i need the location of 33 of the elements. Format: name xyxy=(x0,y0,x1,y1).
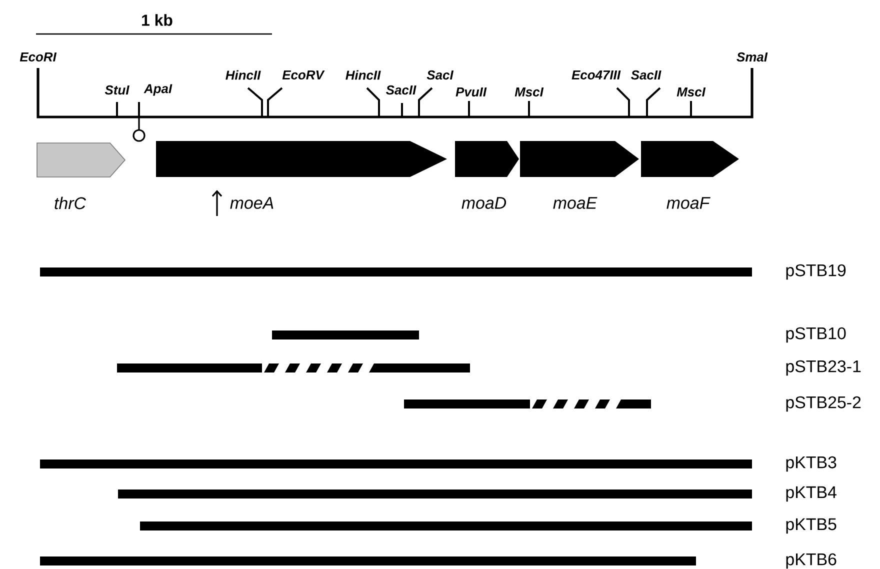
site-label: Eco47III xyxy=(572,70,621,80)
site-label: SacII xyxy=(386,85,416,95)
site-label: HincII xyxy=(346,70,381,80)
clone-label: pSTB10 xyxy=(786,327,846,343)
clone-label: pSTB25-2 xyxy=(786,396,861,412)
node-label: moeA xyxy=(230,197,274,209)
site-label: SacI xyxy=(426,70,454,80)
clone-label: pKTB3 xyxy=(786,456,836,472)
site-label: EcoRI xyxy=(20,52,57,62)
gene-block: moeA xyxy=(156,141,447,209)
gene-block: thrC xyxy=(36,142,126,210)
site-label: PvuII xyxy=(456,87,487,97)
site-label: SacII xyxy=(631,70,662,80)
scale-label: 1 kb xyxy=(142,14,172,26)
site-label: MscI xyxy=(514,87,544,97)
clone-label: pKTB4 xyxy=(786,486,836,502)
clone-label: pKTB6 xyxy=(786,553,836,569)
node-label: thrC xyxy=(54,196,86,210)
clone-label: pSTB19 xyxy=(786,264,846,280)
node-label: moaD xyxy=(462,197,506,209)
site-label: SmaI xyxy=(736,52,768,62)
gene-block: moaE xyxy=(520,141,639,209)
clone-label: pSTB23-1 xyxy=(786,360,861,376)
site-label: ApaI xyxy=(144,84,172,96)
node-label: moaF xyxy=(666,197,710,209)
clone-label: pKTB5 xyxy=(786,518,836,534)
gene-block: moaD xyxy=(455,141,519,209)
site-label: StuI xyxy=(104,85,130,95)
site-label: HincII xyxy=(226,70,261,80)
node-label: moaE xyxy=(553,197,598,209)
site-label: MscI xyxy=(676,87,706,97)
site-label: EcoRV xyxy=(282,70,325,80)
gene-block: moaF xyxy=(641,141,739,209)
